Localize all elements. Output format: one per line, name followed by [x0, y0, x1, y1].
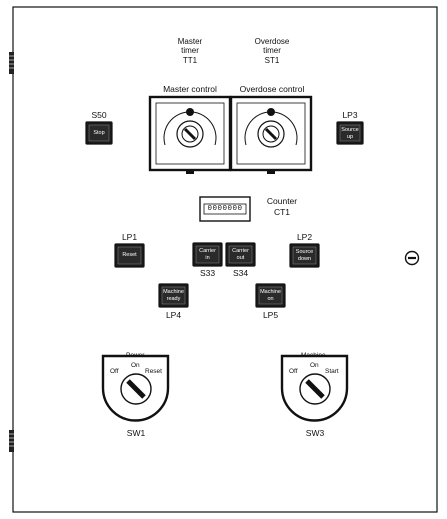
- bottom-hinge: [9, 430, 14, 452]
- lp2-ref: LP2: [296, 232, 313, 242]
- sw3-off: Off: [289, 368, 298, 375]
- sw3-start: Start: [325, 368, 339, 375]
- sw1-off: Off: [110, 368, 119, 375]
- counter-name: Counter: [266, 196, 298, 206]
- sw1-on: On: [131, 362, 140, 369]
- sw3-on: On: [310, 362, 319, 369]
- panel-outline: [12, 6, 438, 513]
- stop-button-label: Stop: [93, 130, 105, 136]
- overdose-timer-name: Overdose timer: [254, 37, 290, 55]
- s50-ref: S50: [91, 110, 107, 120]
- counter-id: CT1: [273, 207, 291, 217]
- sw1-title: Power: [126, 352, 145, 359]
- sw3-key-switch[interactable]: [280, 354, 349, 422]
- overdose-control-label: Overdose control: [239, 84, 305, 94]
- top-hinge: [9, 52, 14, 74]
- source-down-button-label: Source down: [295, 249, 314, 262]
- s34-ref: S34: [232, 268, 249, 278]
- lp4-ref: LP4: [165, 310, 182, 320]
- machine-on-button-label: Machine on: [260, 289, 281, 302]
- lp1-ref: LP1: [121, 232, 138, 242]
- machine-ready-button-label: Machine ready: [163, 289, 184, 302]
- sw1-reset: Reset: [145, 368, 162, 375]
- sw1-key-switch[interactable]: [101, 354, 170, 422]
- lp3-ref: LP3: [342, 110, 358, 120]
- master-control-label: Master control: [163, 84, 217, 94]
- reset-button-label: Reset: [122, 252, 137, 258]
- carrier-out-button-label: Carrier out: [232, 248, 249, 261]
- counter-digits: 0000000: [207, 205, 243, 213]
- lp5-ref: LP5: [262, 310, 279, 320]
- sw1-ref: SW1: [126, 428, 146, 438]
- door-lock-icon: [404, 250, 420, 266]
- overdose-timer-module: [229, 95, 313, 174]
- sw3-ref: SW3: [305, 428, 325, 438]
- sw3-title: Machine: [301, 352, 326, 359]
- source-up-button-label: Source up: [341, 127, 359, 140]
- master-timer-module: [148, 95, 232, 174]
- master-timer-id: TT1: [182, 56, 198, 65]
- master-timer-name: Master timer: [177, 37, 203, 55]
- carrier-in-button-label: Carrier in: [199, 248, 216, 261]
- counter-display: [199, 196, 251, 222]
- s33-ref: S33: [199, 268, 216, 278]
- overdose-timer-id: ST1: [264, 56, 280, 65]
